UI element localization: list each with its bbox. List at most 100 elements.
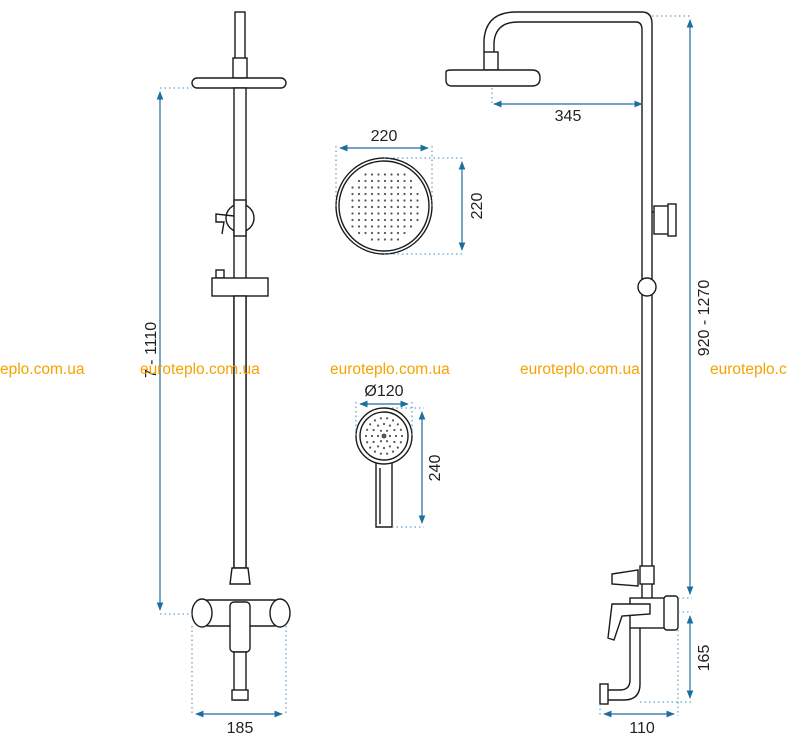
nozzle-dot [377, 212, 380, 215]
nozzle-dot [357, 218, 361, 222]
nozzle-dot [403, 199, 406, 202]
nozzle-dot [391, 419, 395, 422]
nozzle-dot [403, 173, 406, 176]
nozzle-dot [409, 205, 413, 209]
hand-shower-nozzles [364, 417, 404, 455]
side-spout-outer [604, 628, 641, 701]
nozzle-dot [390, 205, 393, 209]
nozzle-dot [396, 186, 400, 189]
watermark-row: eplo.com.ua euroteplo.com.ua euroteplo.c… [0, 361, 787, 378]
mixer-width-label: 185 [227, 720, 254, 737]
nozzle-dot [357, 205, 361, 209]
nozzle-dot [409, 212, 413, 215]
nozzle-dot [403, 231, 406, 235]
nozzle-dot [357, 192, 361, 196]
nozzle-dot [383, 186, 387, 189]
nozzle-dot [370, 199, 374, 202]
nozzle-dot [377, 238, 380, 241]
nozzle-dot [416, 218, 419, 222]
nozzle-dot [383, 212, 387, 215]
nozzle-dot [366, 428, 369, 431]
nozzle-dot [370, 218, 374, 222]
nozzle-dot [357, 186, 361, 189]
nozzle-dot [396, 205, 400, 209]
nozzle-dot [385, 440, 389, 443]
nozzle-dot [357, 231, 361, 235]
nozzle-dot [416, 199, 419, 202]
nozzle-dot [377, 199, 380, 202]
front-top-pipe [234, 11, 246, 61]
dimension-hand-diameter: Ø120 [355, 383, 413, 436]
nozzle-dot [383, 218, 387, 222]
front-overhead-shower [191, 77, 287, 89]
nozzle-dot [393, 440, 396, 444]
watermark-text: euroteplo.c [710, 361, 787, 378]
mixer-depth-label: 110 [629, 720, 655, 737]
side-hose-outlet [611, 569, 639, 587]
nozzle-dot [390, 192, 393, 196]
nozzle-dot [377, 225, 380, 228]
nozzle-dot [379, 429, 383, 432]
nozzle-dot [370, 434, 374, 438]
dimension-mixer-depth: 110 [599, 630, 679, 737]
nozzle-dot [390, 225, 393, 228]
nozzle-dot [373, 419, 377, 422]
nozzle-dot [390, 212, 393, 215]
watermark-text: euroteplo.com.ua [330, 361, 450, 378]
dimension-mixer-height: 165 [640, 611, 713, 703]
nozzle-dot [382, 446, 386, 450]
nozzle-dot [386, 452, 389, 455]
nozzle-dot [390, 238, 393, 241]
nozzle-dot [370, 179, 374, 183]
nozzle-dot [357, 212, 361, 215]
nozzle-dot [390, 218, 393, 222]
nozzle-dot [377, 173, 380, 176]
nozzle-dot [409, 192, 413, 196]
nozzle-dot [396, 423, 399, 426]
nozzle-dot [377, 192, 380, 196]
nozzle-dot [393, 428, 396, 432]
nozzle-dot [372, 440, 375, 444]
dimension-head-height: 220 [384, 157, 486, 255]
nozzle-dot [373, 450, 377, 453]
nozzle-dot [409, 225, 413, 228]
nozzle-dot [396, 199, 400, 202]
nozzle-dot [369, 446, 372, 449]
nozzle-dot [351, 199, 354, 202]
nozzle-dot [396, 212, 400, 215]
arm-reach-label: 345 [555, 108, 582, 125]
nozzle-dot [403, 218, 406, 222]
side-mixer-lever [607, 603, 651, 641]
nozzle-dot [381, 433, 387, 439]
nozzle-dot [370, 225, 374, 228]
front-view [191, 11, 291, 701]
nozzle-dot [396, 218, 400, 222]
nozzle-dot [351, 218, 354, 222]
nozzle-dot [369, 423, 372, 426]
nozzle-dot [396, 192, 400, 196]
dimension-arm-reach: 345 [491, 88, 643, 125]
nozzle-dot [364, 212, 367, 215]
dimension-mixer-width: 185 [191, 626, 287, 737]
side-slide-holder [637, 277, 657, 297]
nozzle-dot [409, 186, 413, 189]
nozzle-dot [400, 434, 404, 438]
side-arm-outer [483, 11, 653, 620]
hand-shower-detail [355, 407, 413, 528]
nozzle-dot [394, 434, 398, 438]
front-head-neck [232, 57, 248, 79]
front-mixer-handle [229, 601, 251, 653]
side-connector [639, 565, 655, 585]
nozzle-dot [364, 205, 367, 209]
nozzle-dot [396, 179, 400, 183]
nozzle-dot [383, 179, 387, 183]
front-holder-clip [215, 269, 225, 279]
nozzle-dot [370, 192, 374, 196]
mixer-height-label: 165 [696, 645, 713, 672]
nozzle-dot [416, 205, 419, 209]
nozzle-dot [364, 231, 367, 235]
nozzle-dot [382, 422, 386, 426]
nozzle-dot [366, 441, 369, 444]
nozzle-dot [372, 428, 375, 432]
